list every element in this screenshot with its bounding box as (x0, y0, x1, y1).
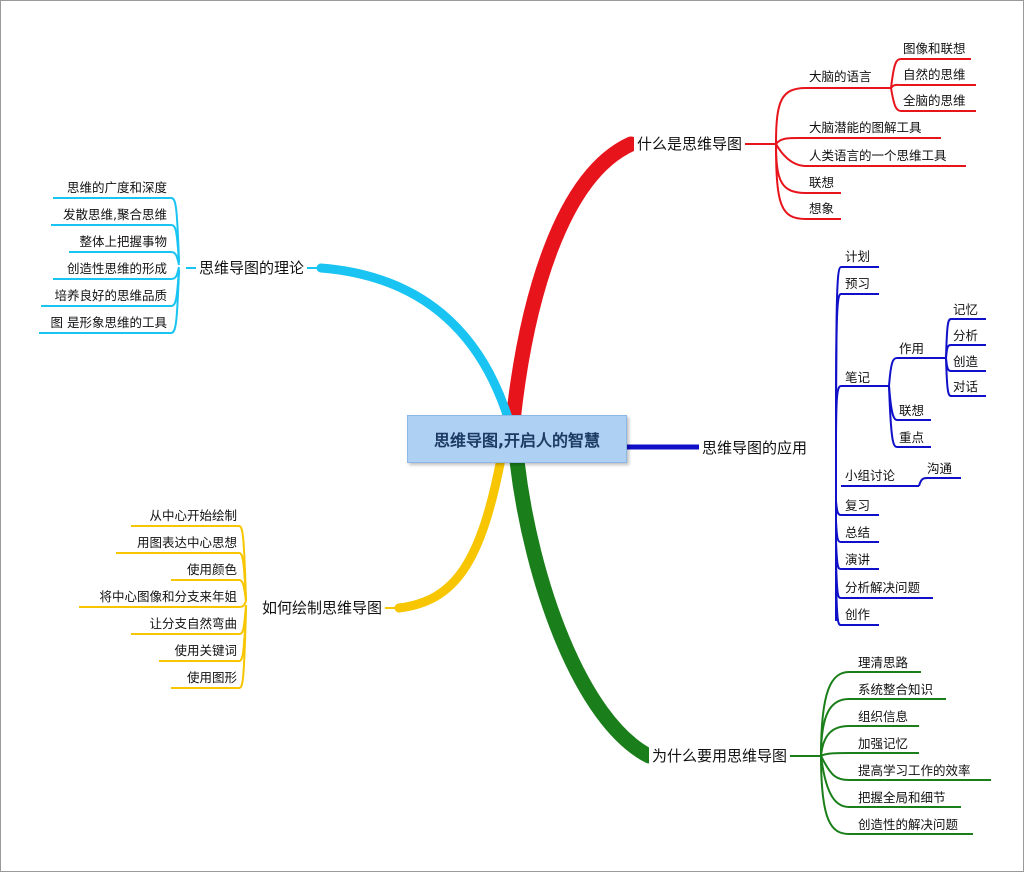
node-key-points[interactable]: 重点 (899, 430, 925, 445)
node-brain-potential-tool[interactable]: 大脑潜能的图解工具 (809, 120, 922, 135)
node-notes[interactable]: 笔记 (845, 370, 871, 385)
node-integrate-knowledge[interactable]: 系统整合知识 (858, 682, 934, 697)
node-start-center[interactable]: 从中心开始绘制 (149, 508, 237, 523)
node-organize-info[interactable]: 组织信息 (858, 709, 909, 724)
node-improve-efficiency[interactable]: 提高学习工作的效率 (858, 763, 971, 778)
node-thinking-quality[interactable]: 培养良好的思维品质 (54, 288, 167, 303)
main-topic-how-to-draw[interactable]: 如何绘制思维导图 (259, 598, 386, 618)
node-effect[interactable]: 作用 (899, 341, 925, 356)
node-human-language-tool[interactable]: 人类语言的一个思维工具 (809, 148, 947, 163)
branch-theory-curve (316, 263, 514, 426)
node-grasp-whole[interactable]: 整体上把握事物 (79, 234, 167, 249)
node-natural-thinking[interactable]: 自然的思维 (903, 67, 966, 82)
main-topic-theory[interactable]: 思维导图的理论 (196, 258, 308, 278)
node-overall-detail[interactable]: 把握全局和细节 (858, 790, 946, 805)
node-dialogue[interactable]: 对话 (953, 379, 979, 394)
node-group-discussion[interactable]: 小组讨论 (845, 468, 896, 483)
node-connect-branches[interactable]: 将中心图像和分支来年姐 (99, 589, 237, 604)
node-breadth-depth[interactable]: 思维的广度和深度 (66, 180, 167, 195)
node-image-thinking-tool[interactable]: 图 是形象思维的工具 (50, 315, 167, 330)
node-use-keywords[interactable]: 使用关键词 (174, 643, 237, 658)
central-topic[interactable]: 思维导图,开启人的智慧 (407, 415, 627, 463)
node-image-central-idea[interactable]: 用图表达中心思想 (136, 535, 237, 550)
node-summary[interactable]: 总结 (845, 525, 871, 540)
node-review[interactable]: 复习 (845, 498, 871, 513)
main-topic-what-is-mind-map[interactable]: 什么是思维导图 (634, 134, 746, 154)
node-notes-association[interactable]: 联想 (899, 403, 925, 418)
node-preview[interactable]: 预习 (845, 276, 871, 291)
node-clarify-thinking[interactable]: 理清思路 (858, 655, 909, 670)
node-creative-thinking[interactable]: 创造性思维的形成 (66, 261, 167, 276)
node-imagination[interactable]: 想象 (809, 201, 835, 216)
node-divergent-convergent[interactable]: 发散思维,聚合思维 (63, 207, 167, 222)
node-association[interactable]: 联想 (809, 175, 835, 190)
node-memory[interactable]: 记忆 (953, 302, 979, 317)
node-plan[interactable]: 计划 (845, 249, 871, 264)
main-topic-application[interactable]: 思维导图的应用 (699, 438, 811, 458)
node-creative-solving[interactable]: 创造性的解决问题 (858, 817, 959, 832)
branch-how-curve (394, 454, 506, 613)
node-analysis[interactable]: 分析 (953, 328, 979, 343)
node-speech[interactable]: 演讲 (845, 552, 871, 567)
node-whole-brain-thinking[interactable]: 全脑的思维 (903, 93, 966, 108)
node-image-association[interactable]: 图像和联想 (903, 41, 966, 56)
branch-what-curve (505, 136, 639, 429)
branch-why-curve (509, 453, 657, 764)
node-communication[interactable]: 沟通 (927, 461, 953, 476)
main-topic-why-use[interactable]: 为什么要用思维导图 (649, 746, 791, 766)
node-problem-solving[interactable]: 分析解决问题 (845, 580, 921, 595)
node-curve-branches[interactable]: 让分支自然弯曲 (149, 616, 237, 631)
node-use-color[interactable]: 使用颜色 (186, 562, 237, 577)
node-creation[interactable]: 创作 (845, 607, 871, 622)
node-creation-effect[interactable]: 创造 (953, 354, 979, 369)
node-use-graphics[interactable]: 使用图形 (186, 670, 237, 685)
node-brain-language[interactable]: 大脑的语言 (809, 69, 872, 84)
node-enhance-memory[interactable]: 加强记忆 (858, 736, 909, 751)
